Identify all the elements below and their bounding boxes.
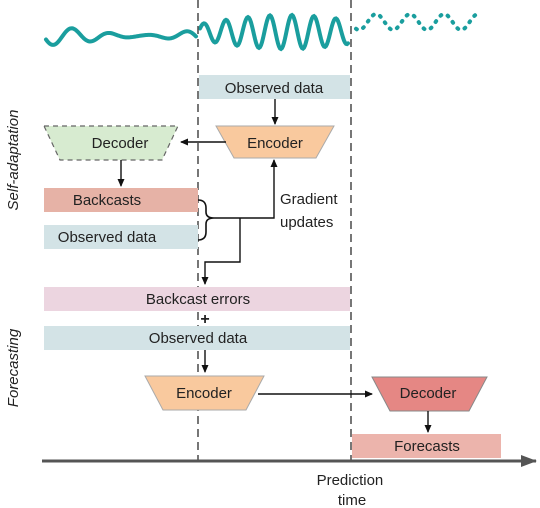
observed-data-top-label: Observed data [225, 80, 324, 97]
observed-wave [198, 12, 350, 52]
plus-sign: + [200, 311, 209, 328]
prediction-time-label: Prediction time [317, 472, 388, 508]
backcast-errors-box [44, 287, 350, 311]
decoder-bottom-label: Decoder [400, 385, 457, 402]
gradient-updates-line2: updates [280, 214, 333, 231]
backcast-errors-label: Backcast errors [146, 291, 250, 308]
decoder-top-label: Decoder [92, 135, 149, 152]
observed-data-bottom-label: Observed data [149, 330, 248, 347]
prediction-time-line2: time [338, 492, 366, 508]
decoder-top-box [43, 125, 179, 161]
observed-data-mid-label: Observed data [58, 229, 157, 246]
encoder-top-label: Encoder [247, 135, 303, 152]
gradient-updates-line1: Gradient [280, 191, 338, 208]
forecasts-label: Forecasts [394, 438, 460, 455]
history-wave [44, 26, 198, 47]
gradient-updates-label: Gradient updates [280, 191, 342, 231]
forecasting-label: Forecasting [5, 328, 22, 407]
observed-data-bottom-box [44, 326, 350, 350]
observed-data-mid-box [44, 225, 198, 249]
error-feed-line [201, 218, 241, 285]
encoder-bottom-box [144, 375, 265, 411]
self-adaptation-label: Self-adaptation [5, 110, 22, 211]
encoder-bottom-label: Encoder [176, 385, 232, 402]
observed-data-top-box [199, 75, 350, 99]
forecasts-box [352, 434, 501, 458]
backcasts-box [44, 188, 198, 212]
decoder-bottom-box [371, 376, 488, 412]
encoder-top-box [215, 125, 335, 159]
gradient-update-line [214, 159, 278, 219]
comparison-brace [197, 199, 215, 241]
future-wave [354, 11, 478, 33]
prediction-time-line1: Prediction [317, 472, 384, 489]
backcasts-label: Backcasts [73, 192, 141, 209]
